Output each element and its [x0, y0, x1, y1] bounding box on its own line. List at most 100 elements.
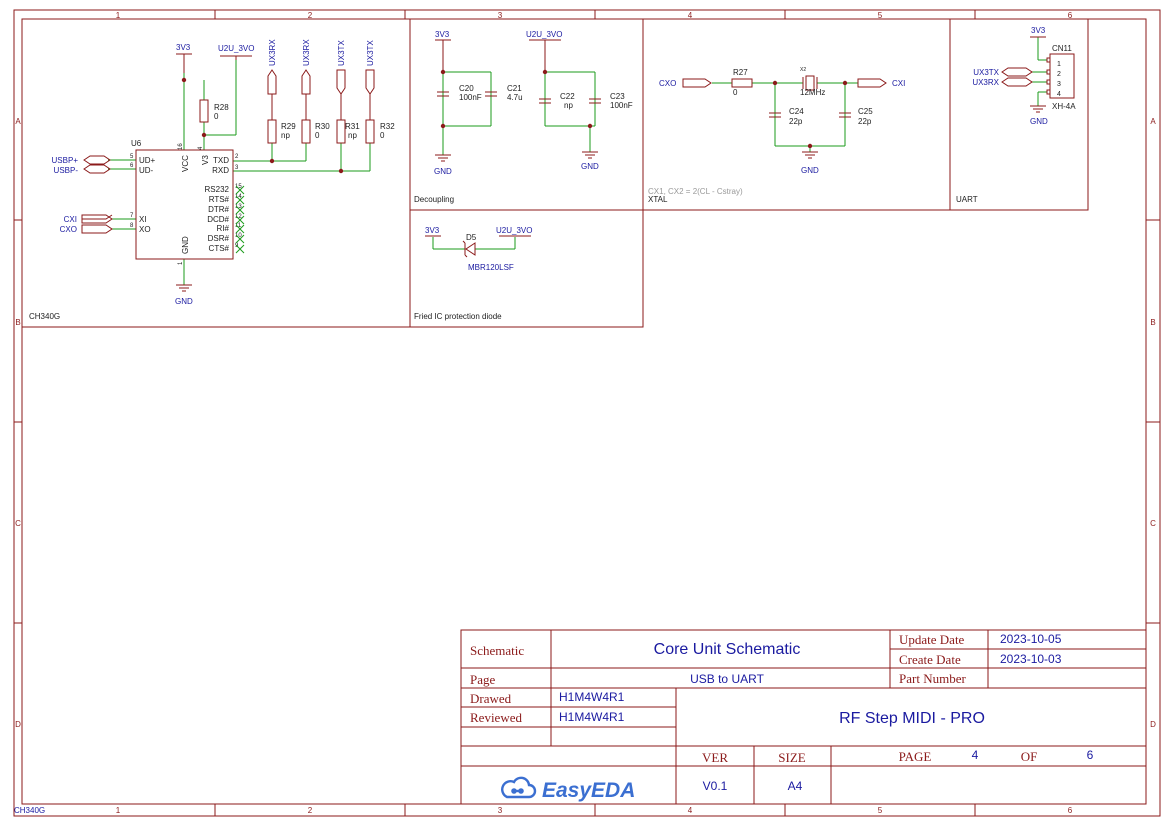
net-u2u-3vo: U2U_3VO — [526, 30, 562, 39]
r32-value: 0 — [380, 131, 385, 140]
r28-value: 0 — [214, 112, 219, 121]
net-gnd: GND — [1030, 117, 1048, 126]
net-3v3: 3V3 — [425, 226, 440, 235]
ch340-left-ports — [81, 155, 113, 234]
col-label: 5 — [878, 806, 883, 815]
tb-update-value: 2023-10-05 — [1000, 632, 1062, 646]
tb-drawed-value: H1M4W4R1 — [559, 690, 625, 704]
svg-text:8: 8 — [130, 223, 134, 229]
d5-part: MBR120LSF — [468, 263, 514, 272]
r28-ref: R28 — [214, 103, 229, 112]
section-title-decoupling: Decoupling — [414, 195, 454, 204]
tb-ver-value: V0.1 — [703, 779, 728, 793]
net-gnd: GND — [581, 162, 599, 171]
tb-size-value: A4 — [788, 779, 803, 793]
pin-dtr: DTR# — [208, 205, 229, 214]
r30-value: 0 — [315, 131, 320, 140]
pin-vcc: VCC — [181, 155, 190, 172]
row-label: B — [15, 318, 20, 327]
ch340-pin-labels: UD+ UD- XI XO TXD RXD RS232 RTS# DTR# DC… — [139, 155, 230, 254]
net-u2u-3vo: U2U_3VO — [496, 226, 532, 235]
no-connect-marks — [235, 185, 245, 254]
tb-of-label: OF — [1021, 749, 1038, 764]
tb-page-label: Page — [470, 672, 496, 687]
port-ux3tx-shape — [1001, 67, 1033, 77]
port-cxi-shape — [857, 78, 887, 88]
svg-text:3: 3 — [235, 165, 239, 171]
gnd-symbol-icon — [802, 151, 818, 159]
r30-ref: R30 — [315, 122, 330, 131]
r27-ref: R27 — [733, 68, 748, 77]
port-usbp-minus: USBP- — [54, 166, 79, 175]
tb-reviewed-value: H1M4W4R1 — [559, 710, 625, 724]
c21-ref: C21 — [507, 84, 522, 93]
port-cxo-shape — [682, 78, 712, 88]
ux3-top-ports — [267, 69, 375, 95]
tb-update-label: Update Date — [899, 632, 965, 647]
pin-gnd: GND — [181, 236, 190, 254]
ch340-wires — [108, 56, 371, 285]
d5-ref: D5 — [466, 233, 477, 242]
port-usbp-plus: USBP+ — [52, 156, 79, 165]
tb-schematic-label: Schematic — [470, 643, 524, 658]
connector-body — [1049, 53, 1075, 99]
pin-v3: V3 — [201, 155, 210, 165]
pin-dsr: DSR# — [208, 234, 230, 243]
uart-wires — [1032, 37, 1047, 106]
col-label: 1 — [116, 806, 121, 815]
r29-value: np — [281, 131, 290, 140]
tb-schematic-value: Core Unit Schematic — [654, 641, 801, 658]
col-label: 3 — [498, 806, 503, 815]
tb-create-value: 2023-10-03 — [1000, 652, 1062, 666]
net-3v3: 3V3 — [435, 30, 450, 39]
c20-ref: C20 — [459, 84, 474, 93]
col-label: 4 — [688, 11, 693, 20]
ch340-ref: U6 — [131, 139, 142, 148]
net-3v3: 3V3 — [1031, 26, 1046, 35]
svg-text:12: 12 — [235, 214, 242, 220]
port-cxi: CXI — [892, 79, 905, 88]
c25-ref: C25 — [858, 107, 873, 116]
c23-value: 100nF — [610, 101, 633, 110]
row-label: A — [15, 117, 21, 126]
cloud-icon — [501, 776, 537, 799]
r27-value: 0 — [733, 88, 738, 97]
ch340-ic-body — [135, 149, 234, 260]
port-ux3rx-shape — [1001, 77, 1033, 87]
pin-ud-plus: UD+ — [139, 156, 156, 165]
pin-txd: TXD — [213, 156, 229, 165]
net-gnd: GND — [434, 167, 452, 176]
x2-value: 12MHz — [800, 88, 825, 97]
r31-value: np — [348, 131, 357, 140]
row-label: A — [1150, 117, 1156, 126]
r31-ref: R31 — [345, 122, 360, 131]
pin-xo: XO — [139, 225, 151, 234]
c20-value: 100nF — [459, 93, 482, 102]
logo-text: EasyEDA — [542, 779, 635, 802]
svg-text:16: 16 — [178, 143, 184, 150]
gnd-symbol-icon — [435, 151, 598, 162]
port-ux3tx: UX3TX — [337, 40, 346, 66]
pin-ri: RI# — [217, 224, 230, 233]
pin-xi: XI — [139, 215, 147, 224]
tb-of-value: 6 — [1087, 748, 1094, 762]
port-ux3rx: UX3RX — [268, 39, 277, 66]
easyeda-logo: EasyEDA — [501, 776, 635, 802]
port-cxi: CXI — [64, 215, 77, 224]
cn11-pin-numbers: 1 2 3 4 — [1057, 61, 1061, 98]
xtal-note: CX1, CX2 = 2(CL - Cstray) — [648, 187, 743, 196]
svg-text:13: 13 — [235, 204, 242, 210]
svg-text:7: 7 — [130, 213, 134, 219]
net-u2u-3vo: U2U_3VO — [218, 44, 254, 53]
cn11-value: XH-4A — [1052, 102, 1076, 111]
xtal-junctions — [772, 80, 848, 149]
tb-part-label: Part Number — [899, 671, 966, 686]
row-label: C — [1150, 519, 1156, 528]
r29-ref: R29 — [281, 122, 296, 131]
corner-label: CH340G — [14, 806, 45, 815]
c22-ref: C22 — [560, 92, 575, 101]
tb-reviewed-label: Reviewed — [470, 710, 522, 725]
c23-ref: C23 — [610, 92, 625, 101]
c24-ref: C24 — [789, 107, 804, 116]
